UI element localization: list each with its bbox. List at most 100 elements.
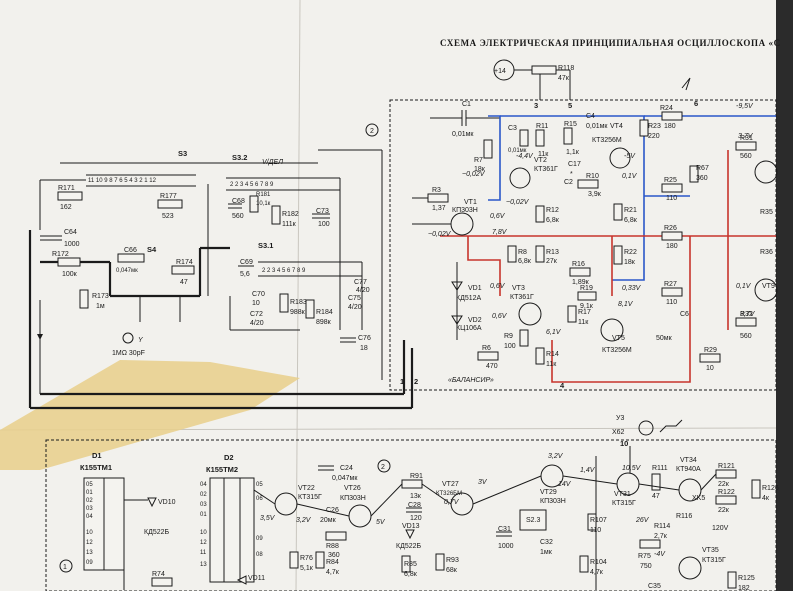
voltage-label: 0,7V (444, 499, 460, 506)
ref-vt31: VT31 (614, 491, 631, 498)
ref-c1: C1 (462, 101, 471, 108)
ref-r17: R17 (578, 309, 591, 316)
ref-d1: D1 (92, 451, 102, 460)
pin-label: 02 (86, 498, 93, 504)
val-vt5: КТ3256М (602, 347, 632, 354)
pin-label: 12 (86, 540, 93, 546)
resistor-r17 (567, 305, 577, 323)
ref-c17: C17 (568, 161, 581, 168)
wire (370, 483, 403, 517)
ref-c76: C76 (358, 335, 371, 342)
ref-vd10: VD10 (158, 499, 176, 506)
pin-label: 06 (256, 496, 263, 502)
supply-label: +14 (494, 68, 506, 75)
ref-c26: C26 (326, 507, 339, 514)
blue-trace (500, 115, 645, 281)
val-r93: 68к (446, 567, 458, 574)
red-trace (551, 236, 691, 383)
pin-label: 10 (200, 530, 207, 536)
node-10: 10 (620, 439, 628, 448)
pin-label: 05 (86, 482, 93, 488)
circled-node-2-bottom: 2 (381, 464, 385, 471)
val-r171: 162 (60, 204, 72, 211)
resistor-r32 (735, 317, 757, 327)
transistor-vt4-icon (609, 147, 631, 169)
node-3: 3 (534, 101, 538, 110)
ref-c68: C68 (232, 198, 245, 205)
val-vt4: КТ3256М (592, 137, 622, 144)
pin-label: 13 (200, 562, 207, 568)
ref-r173: R173 (92, 293, 109, 300)
resistor-r74 (151, 577, 173, 587)
voltage-label: 0,6V (492, 313, 508, 320)
ref-r27: R27 (664, 281, 677, 288)
wire (700, 473, 717, 491)
voltage-label: 0,1V (736, 283, 752, 290)
resistor-r181 (249, 195, 259, 213)
pin-label: 01 (86, 490, 93, 496)
ref-vt22: VT22 (298, 485, 315, 492)
diode-vd11-icon (236, 575, 247, 585)
voltage-label: 8,1V (618, 301, 634, 308)
val-c1: 0,01мк (452, 131, 474, 138)
ref-r116: R116 (676, 513, 692, 520)
val-r25: 110 (666, 195, 677, 202)
val-r15: 1,1к (566, 149, 580, 156)
transistor-vt8-icon (754, 160, 778, 184)
voltage-label: -4V (654, 551, 666, 558)
val-r181: 10,1к (256, 201, 271, 207)
val-r3: 1,37 (432, 205, 446, 212)
pin-label: 01 (200, 512, 207, 518)
val-vd1: КД512А (456, 295, 481, 302)
val-r76: 5,1к (300, 565, 314, 572)
ref-r15: R15 (564, 121, 577, 128)
ref-vd1: VD1 (468, 285, 482, 292)
val-c64: 1000 (64, 241, 80, 248)
val-r111: 47 (652, 493, 660, 500)
ref-r31: R31 (740, 135, 753, 142)
ref-c6: C6 (680, 311, 689, 318)
ref-r19: R19 (580, 285, 593, 292)
val-r17: 11к (578, 319, 589, 326)
wire (296, 503, 350, 517)
pin-label: 11 (200, 550, 207, 556)
voltage-label: -5V (624, 153, 636, 160)
ref-c73: C73 (316, 208, 329, 215)
sweep-output-icon (638, 420, 654, 436)
val-c31: 1000 (498, 543, 514, 550)
ref-r114: R114 (654, 523, 670, 530)
pin-label: 02 (200, 492, 207, 498)
resistor-r11 (535, 129, 545, 147)
circled-node-marker (59, 559, 73, 573)
val-r177: 523 (162, 213, 174, 220)
voltage-label: 1,4V (580, 467, 596, 474)
ref-d2: D2 (224, 453, 234, 462)
pin-label: 03 (200, 502, 207, 508)
val-c66: 0,047мк (116, 268, 138, 274)
voltage-label: 3V (478, 479, 488, 486)
circled-node-marker (377, 459, 391, 473)
resistor-r22 (613, 245, 623, 265)
val-r75: 750 (640, 563, 652, 570)
ref-r26: R26 (664, 225, 677, 232)
ref-r16: R16 (572, 261, 585, 268)
val-r7: 18к (474, 166, 486, 173)
node-4: 4 (560, 381, 565, 390)
voltage-label: 3,7V (738, 133, 754, 140)
val-r172: 100к (62, 271, 78, 278)
ref-vt3: VT3 (512, 285, 525, 292)
val-c70: 10 (252, 300, 260, 307)
val-r23: 220 (648, 133, 660, 140)
wire (638, 483, 680, 491)
resistor-r21 (613, 203, 623, 221)
val-r26: 180 (666, 243, 678, 250)
ref-vt29: VT29 (540, 489, 557, 496)
resistor-r184 (305, 299, 315, 319)
resistor-c3 (519, 129, 529, 147)
circled-node-marker (365, 123, 379, 137)
arrow-down-icon (37, 334, 43, 340)
resistor-r76 (289, 551, 299, 569)
val-vd10: КД522Б (144, 529, 169, 536)
voltage-label: 10,5V (622, 465, 642, 472)
ref-vd13: VD13 (402, 523, 420, 530)
